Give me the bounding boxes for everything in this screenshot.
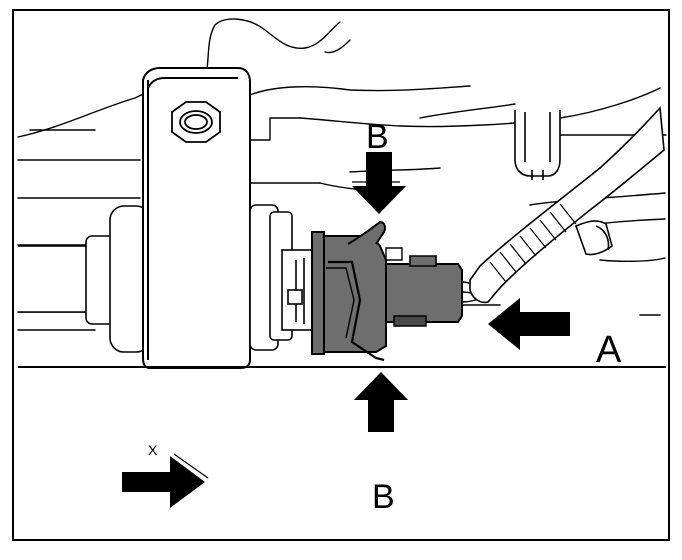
hex-bolt [171,101,221,143]
label-b-top: B [366,118,389,156]
label-a: A [596,329,622,371]
connector-plug [385,263,463,323]
sensor-body [249,204,313,351]
connector [311,220,463,362]
connector-lock-tab [347,220,386,245]
shaft [18,205,151,353]
arrow-up-icon [354,372,408,432]
harness-clip [514,110,561,180]
arrow-right-icon [122,453,209,508]
arrow-left-icon [488,298,570,350]
mounting-bracket [142,67,251,369]
arrow-down-icon [352,152,406,214]
connector-housing [315,235,387,353]
connector-clip-arm [328,260,385,362]
wiring-harness [469,106,665,304]
label-x: X [148,442,158,458]
label-b-bottom: B [372,478,395,516]
